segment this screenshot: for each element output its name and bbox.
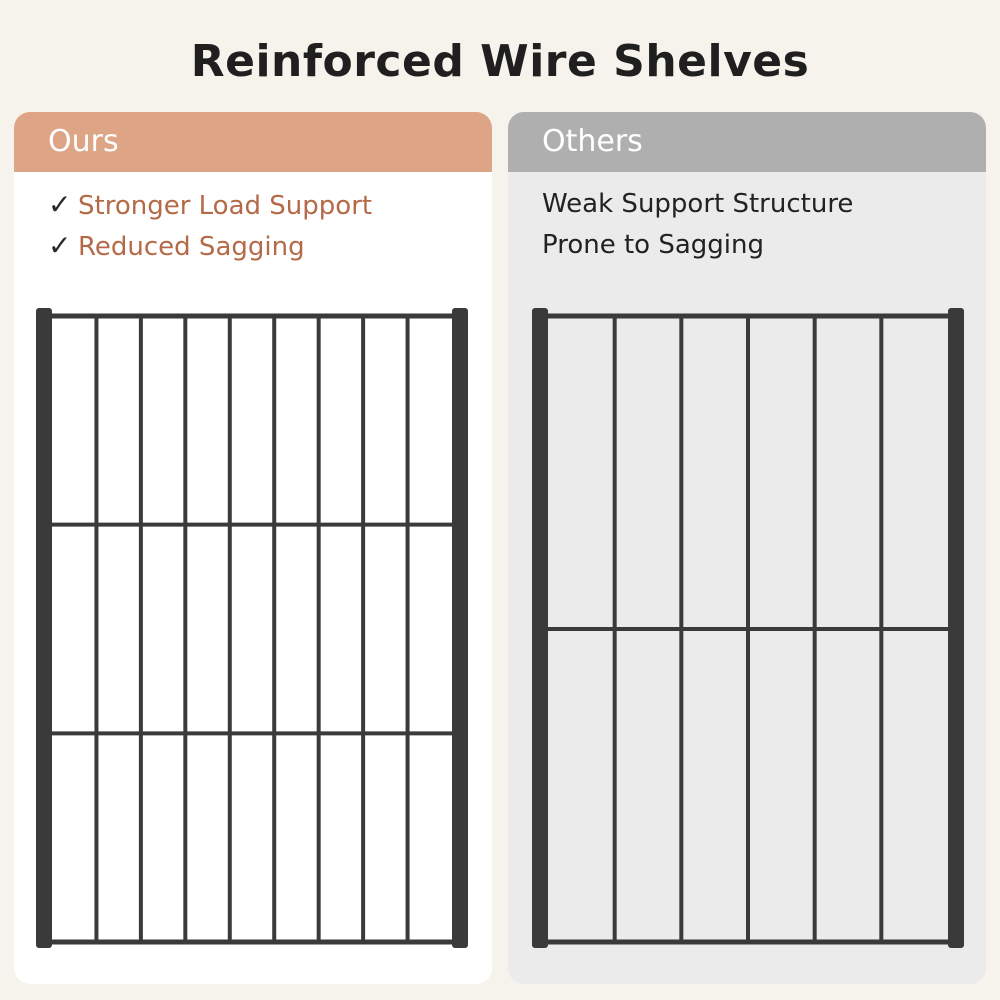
shelf-right-post [948,308,964,948]
shelf-left-post [532,308,548,948]
shelf-panel-fill [52,316,452,942]
reinforced-wire-shelf-illustration [36,308,468,948]
ours-feature-text: Stronger Load Support [78,191,373,221]
ours-feature-item: ✓Reduced Sagging [48,225,472,266]
check-icon: ✓ [48,229,72,262]
others-feature-item: Prone to Sagging [542,225,966,266]
others-header: Others [508,112,986,172]
others-feature-list: Weak Support Structure Prone to Sagging [542,184,966,266]
others-panel: Others Weak Support Structure Prone to S… [508,112,986,984]
shelf-left-post [36,308,52,948]
page-title: Reinforced Wire Shelves [190,36,810,87]
ours-feature-list: ✓Stronger Load Support ✓Reduced Sagging [48,184,472,266]
standard-wire-shelf-illustration [532,308,964,948]
others-feature-text: Prone to Sagging [542,230,765,260]
others-feature-item: Weak Support Structure [542,184,966,225]
ours-panel: Ours ✓Stronger Load Support ✓Reduced Sag… [14,112,492,984]
ours-feature-item: ✓Stronger Load Support [48,184,472,225]
ours-header: Ours [14,112,492,172]
ours-feature-text: Reduced Sagging [78,232,305,262]
shelf-right-post [452,308,468,948]
others-feature-text: Weak Support Structure [542,189,854,219]
check-icon: ✓ [48,188,72,221]
